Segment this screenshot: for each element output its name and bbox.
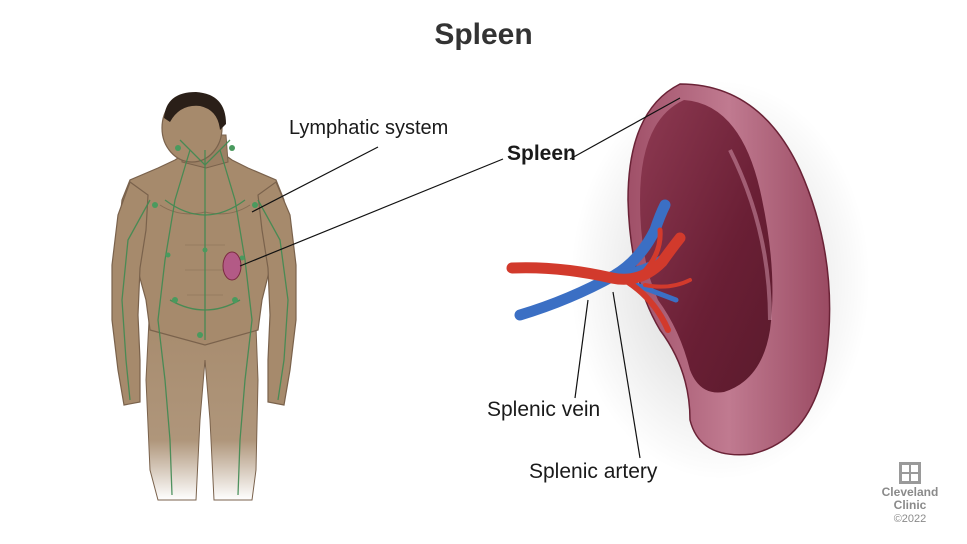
splenic-vessels xyxy=(506,199,692,333)
leader-spleen-body xyxy=(239,158,504,267)
lymph-nodes xyxy=(152,145,258,338)
right-arm xyxy=(257,181,297,406)
logo-line1: Cleveland xyxy=(881,485,939,499)
lymphatic-network xyxy=(121,139,289,496)
logo-copyright: ©2022 xyxy=(893,513,927,525)
cleveland-clinic-logo: Cleveland Clinic ©2022 xyxy=(870,462,950,526)
leader-lines xyxy=(239,97,681,459)
leader-splenic-vein xyxy=(574,299,589,399)
splenic-artery xyxy=(506,232,686,285)
label-splenic-artery: Splenic artery xyxy=(529,460,658,483)
leader-lymphatic xyxy=(251,146,379,213)
diagram-title: Spleen xyxy=(434,18,533,51)
hair xyxy=(164,92,226,130)
leader-splenic-artery xyxy=(612,291,641,459)
leader-spleen-closeup xyxy=(569,97,681,160)
logo-line2: Clinic xyxy=(893,498,927,512)
body-spleen-icon xyxy=(222,251,242,281)
label-splenic-vein: Splenic vein xyxy=(487,398,601,421)
label-lymphatic-system: Lymphatic system xyxy=(289,117,449,139)
left-arm xyxy=(111,181,149,406)
human-figure xyxy=(111,92,297,501)
spleen-closeup xyxy=(570,80,870,480)
cleveland-clinic-logo-icon xyxy=(899,462,921,484)
splenic-vein xyxy=(514,199,671,321)
legs xyxy=(145,299,259,501)
label-spleen: Spleen xyxy=(507,142,576,165)
